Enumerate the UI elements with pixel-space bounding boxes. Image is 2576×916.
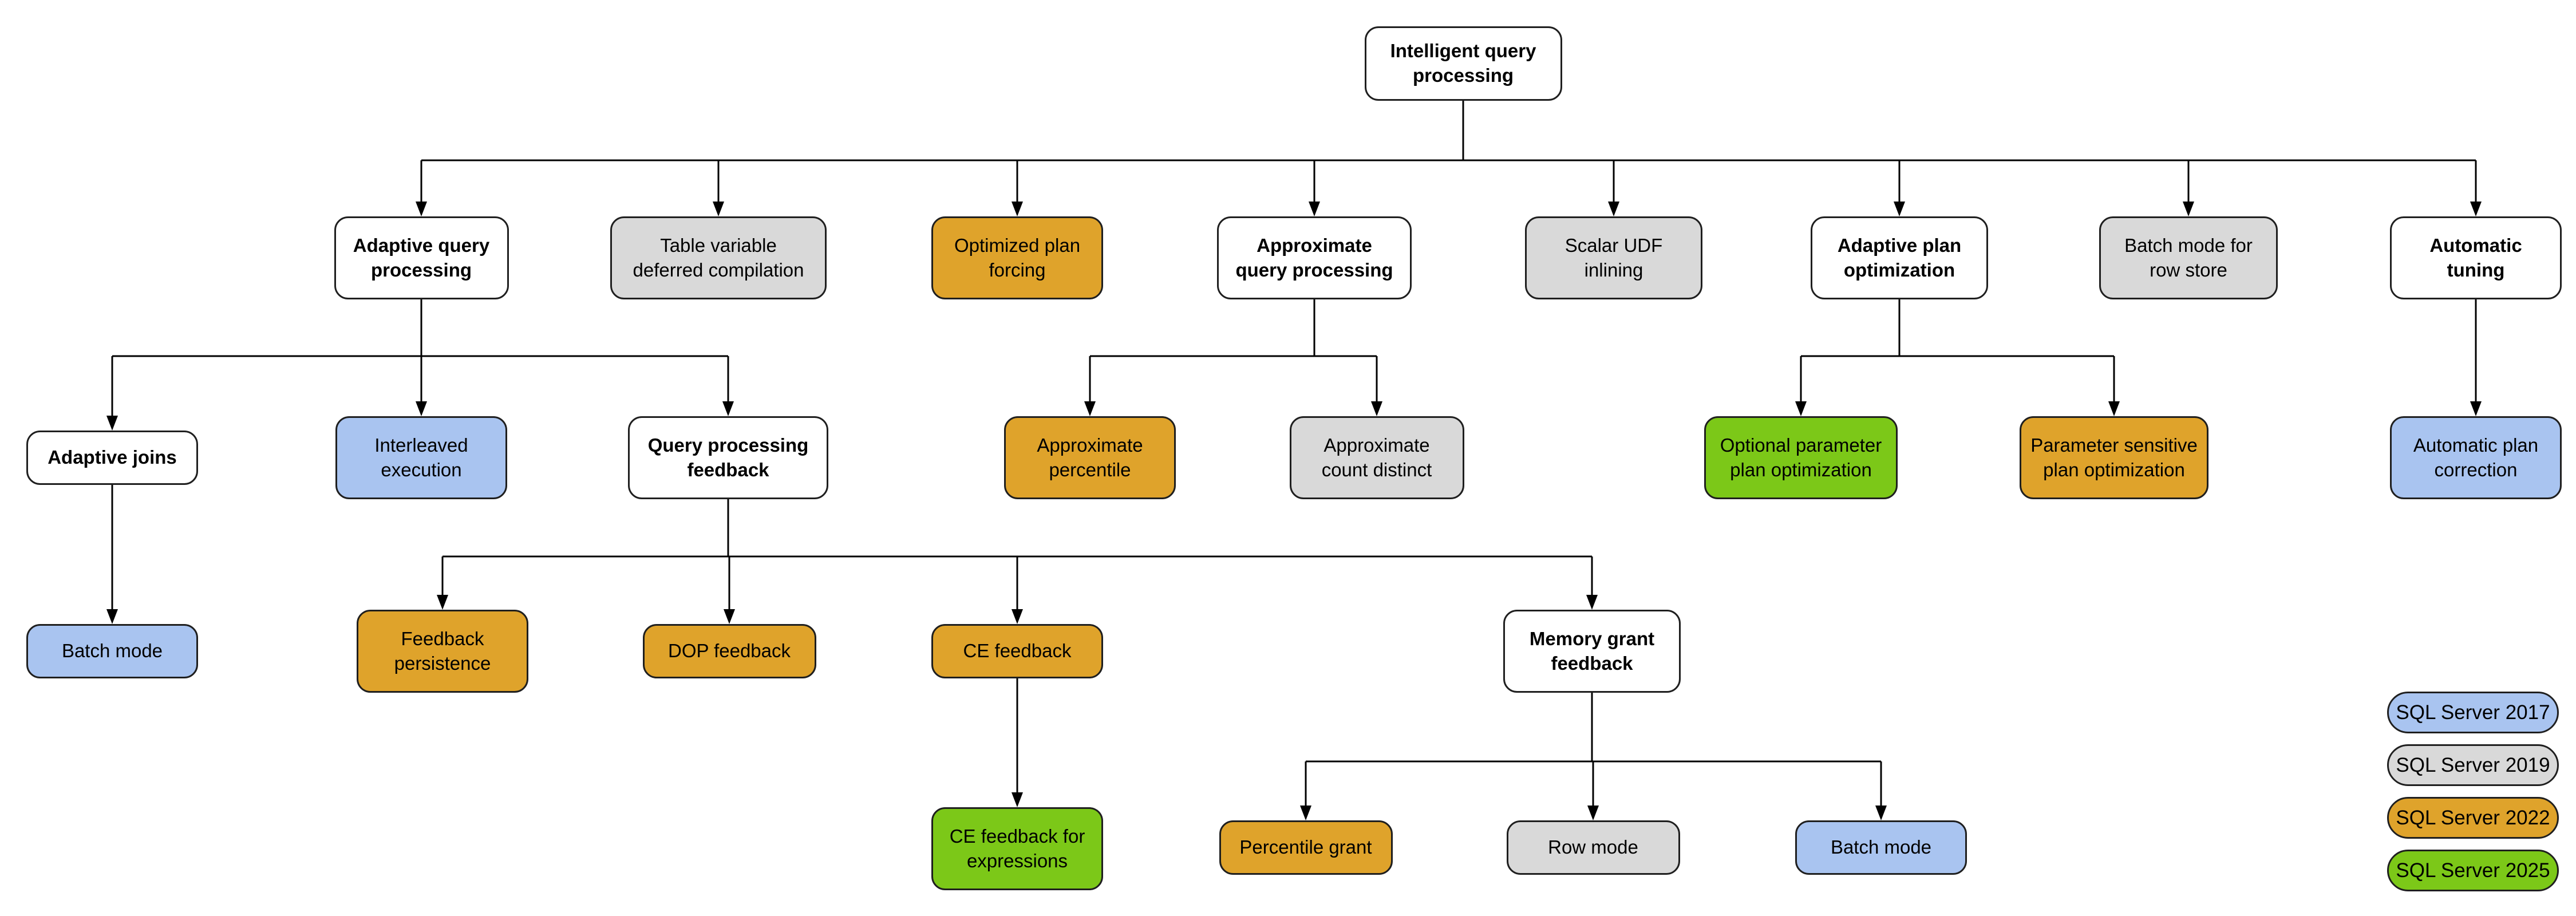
arrowhead-icon bbox=[106, 609, 118, 624]
node-apc: Automatic plan correction bbox=[2390, 416, 2562, 499]
node-ap: Approximate percentile bbox=[1004, 416, 1176, 499]
arrowhead-icon bbox=[437, 595, 448, 610]
node-apq: Approximate query processing bbox=[1217, 216, 1412, 299]
arrowhead-icon bbox=[2470, 401, 2482, 416]
arrowhead-icon bbox=[1587, 806, 1599, 820]
node-cefe: CE feedback for expressions bbox=[931, 807, 1103, 890]
node-apo: Adaptive plan optimization bbox=[1811, 216, 1988, 299]
arrowhead-icon bbox=[1084, 401, 1096, 416]
arrowhead-icon bbox=[1875, 806, 1887, 820]
arrowhead-icon bbox=[1795, 401, 1807, 416]
arrowhead-icon bbox=[2108, 401, 2120, 416]
node-bm1: Batch mode bbox=[26, 624, 198, 678]
node-bmrs: Batch mode for row store bbox=[2099, 216, 2278, 299]
arrowhead-icon bbox=[724, 609, 735, 624]
arrowhead-icon bbox=[416, 401, 427, 416]
node-acd: Approximate count distinct bbox=[1289, 416, 1464, 499]
node-root: Intelligent query processing bbox=[1364, 26, 1562, 101]
arrowhead-icon bbox=[1894, 202, 1905, 216]
arrowhead-icon bbox=[1608, 202, 1619, 216]
node-aj: Adaptive joins bbox=[26, 431, 198, 485]
node-at: Automatic tuning bbox=[2390, 216, 2562, 299]
legend-item-sql-server-2019: SQL Server 2019 bbox=[2387, 744, 2559, 786]
legend: SQL Server 2017 SQL Server 2019 SQL Serv… bbox=[2387, 692, 2559, 891]
arrowhead-icon bbox=[722, 401, 734, 416]
arrowhead-icon bbox=[1012, 202, 1023, 216]
arrowhead-icon bbox=[713, 202, 724, 216]
arrowhead-icon bbox=[2183, 202, 2194, 216]
node-aqp: Adaptive query processing bbox=[334, 216, 509, 299]
node-tvdc: Table variable deferred compilation bbox=[610, 216, 827, 299]
node-dop: DOP feedback bbox=[642, 624, 816, 678]
node-pspo: Parameter sensitive plan optimization bbox=[2020, 416, 2208, 499]
node-opf: Optimized plan forcing bbox=[931, 216, 1103, 299]
node-cef: CE feedback bbox=[931, 624, 1103, 678]
arrowhead-icon bbox=[106, 416, 118, 431]
node-bm2: Batch mode bbox=[1795, 820, 1967, 875]
node-mgf: Memory grant feedback bbox=[1503, 610, 1681, 693]
arrowhead-icon bbox=[1012, 792, 1023, 807]
node-oppo: Optional parameter plan optimization bbox=[1704, 416, 1898, 499]
node-pg: Percentile grant bbox=[1219, 820, 1393, 875]
node-qpf: Query processing feedback bbox=[628, 416, 828, 499]
node-sudf: Scalar UDF inlining bbox=[1525, 216, 1702, 299]
arrowhead-icon bbox=[416, 202, 427, 216]
arrowhead-icon bbox=[1586, 595, 1598, 610]
node-fp: Feedback persistence bbox=[357, 610, 528, 693]
legend-item-sql-server-2022: SQL Server 2022 bbox=[2387, 797, 2559, 839]
arrowhead-icon bbox=[1300, 806, 1311, 820]
arrowhead-icon bbox=[1371, 401, 1382, 416]
arrowhead-icon bbox=[1309, 202, 1320, 216]
node-ie: Interleaved execution bbox=[335, 416, 507, 499]
node-rm: Row mode bbox=[1506, 820, 1680, 875]
legend-item-sql-server-2025: SQL Server 2025 bbox=[2387, 850, 2559, 891]
arrowhead-icon bbox=[1012, 609, 1023, 624]
arrowhead-icon bbox=[2470, 202, 2482, 216]
legend-item-sql-server-2017: SQL Server 2017 bbox=[2387, 692, 2559, 733]
